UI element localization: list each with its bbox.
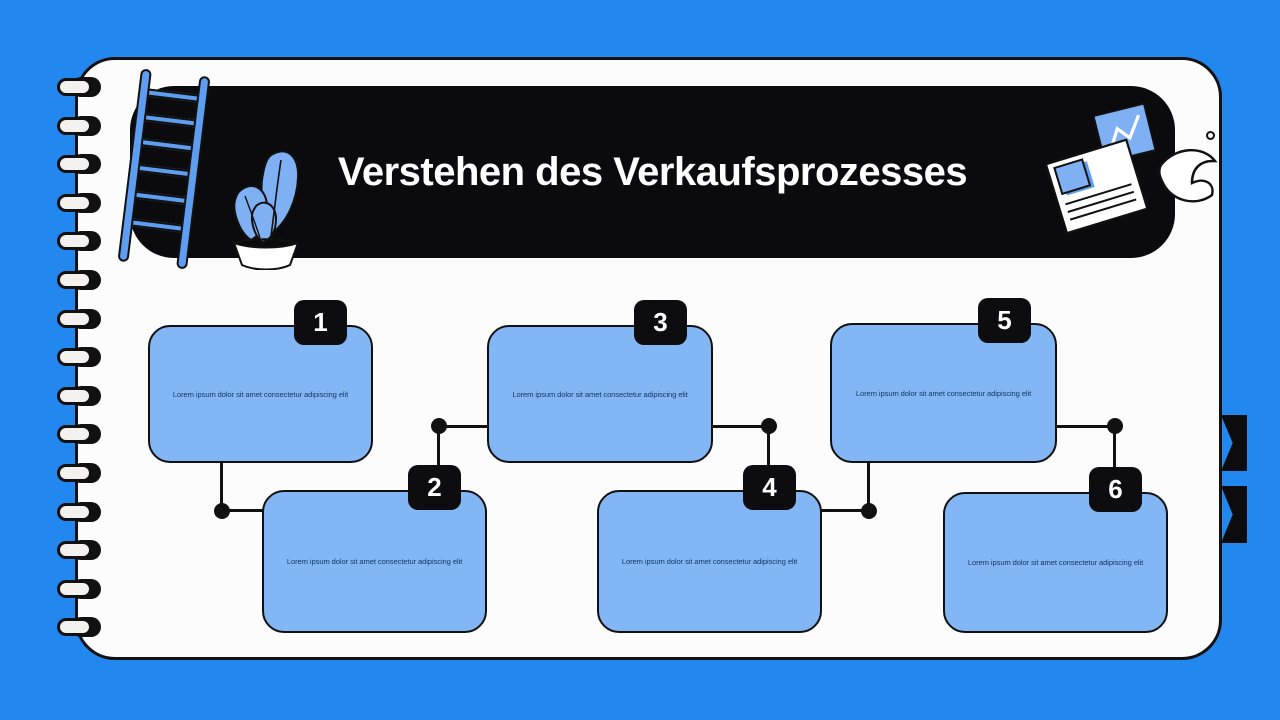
- connector-dot: [861, 503, 877, 519]
- page-title: Verstehen des Verkaufsprozesses: [337, 149, 968, 194]
- bookmark-ribbon-icon: [1221, 486, 1247, 543]
- connector-line: [867, 463, 870, 511]
- connector-line: [220, 461, 223, 511]
- page-curl-icon: [1158, 148, 1218, 203]
- header-banner: Verstehen des Verkaufsprozesses: [130, 86, 1175, 258]
- binder-ring-icon: [57, 115, 101, 136]
- binder-ring-icon: [57, 231, 101, 252]
- binder-ring-icon: [57, 578, 101, 599]
- ladder-rung: [134, 190, 187, 205]
- step-number: 6: [1108, 474, 1123, 504]
- card-text: Lorem ipsum dolor sit amet consectetur a…: [172, 389, 349, 399]
- binder-ring-icon: [57, 347, 101, 368]
- step-number-badge: 4: [743, 465, 796, 510]
- plant-icon: [232, 150, 300, 270]
- connector-line: [439, 425, 491, 428]
- process-card-1: 1 Lorem ipsum dolor sit amet consectetur…: [148, 300, 373, 463]
- connector-line: [767, 426, 770, 469]
- binder-ring-icon: [57, 501, 101, 522]
- binder-ring-icon: [57, 270, 101, 290]
- bookmark-ribbon-icon: [1221, 415, 1247, 471]
- binder-ring-icon: [57, 385, 101, 406]
- connector-line: [822, 509, 871, 512]
- step-number: 5: [997, 305, 1012, 335]
- step-number: 2: [427, 472, 442, 502]
- binder-ring-icon: [57, 154, 101, 175]
- step-number: 4: [762, 472, 777, 502]
- step-number: 3: [653, 307, 668, 337]
- ladder-rung: [146, 88, 200, 103]
- step-number-badge: 2: [408, 465, 461, 510]
- connector-line: [437, 426, 440, 470]
- connector-line: [713, 425, 771, 428]
- binder-ring-icon: [57, 308, 101, 329]
- process-card-6: 6 Lorem ipsum dolor sit amet consectetur…: [943, 467, 1168, 633]
- ladder-rung: [137, 163, 191, 179]
- connector-dot: [214, 503, 230, 519]
- card-text: Lorem ipsum dolor sit amet consectetur a…: [286, 557, 463, 566]
- card-text: Lorem ipsum dolor sit amet consectetur a…: [855, 388, 1032, 398]
- card-text: Lorem ipsum dolor sit amet consectetur a…: [621, 557, 798, 566]
- binder-ring-icon: [57, 424, 101, 445]
- process-card-3: 3 Lorem ipsum dolor sit amet consectetur…: [487, 300, 713, 463]
- connector-line: [222, 509, 266, 512]
- connector-line: [1113, 426, 1116, 471]
- binder-ring-icon: [57, 192, 101, 213]
- ladder-rung: [143, 113, 197, 128]
- step-number-badge: 5: [978, 298, 1031, 343]
- step-number-badge: 3: [634, 300, 687, 345]
- document-icon: [1045, 138, 1149, 235]
- binder-ring-icon: [57, 77, 101, 97]
- ladder-rung: [140, 138, 194, 153]
- process-card-4: 4 Lorem ipsum dolor sit amet consectetur…: [597, 465, 822, 633]
- binder-ring-icon: [57, 463, 101, 483]
- step-number-badge: 6: [1089, 467, 1142, 512]
- binder-ring-icon: [57, 540, 101, 561]
- documents-illustration: [1045, 103, 1218, 235]
- binder-ring-icon: [57, 617, 101, 638]
- process-card-5: 5 Lorem ipsum dolor sit amet consectetur…: [830, 298, 1057, 463]
- card-text: Lorem ipsum dolor sit amet consectetur a…: [967, 558, 1144, 567]
- card-text: Lorem ipsum dolor sit amet consectetur a…: [512, 389, 688, 399]
- step-number-badge: 1: [294, 300, 347, 345]
- process-card-2: 2 Lorem ipsum dolor sit amet consectetur…: [262, 465, 487, 633]
- connector-line: [1057, 425, 1117, 428]
- connector-dot: [761, 418, 777, 434]
- circle-accent-icon: [1206, 131, 1215, 140]
- step-number: 1: [313, 307, 328, 337]
- ladder-rung: [130, 218, 184, 233]
- connector-dot: [1107, 418, 1123, 434]
- connector-dot: [431, 418, 447, 434]
